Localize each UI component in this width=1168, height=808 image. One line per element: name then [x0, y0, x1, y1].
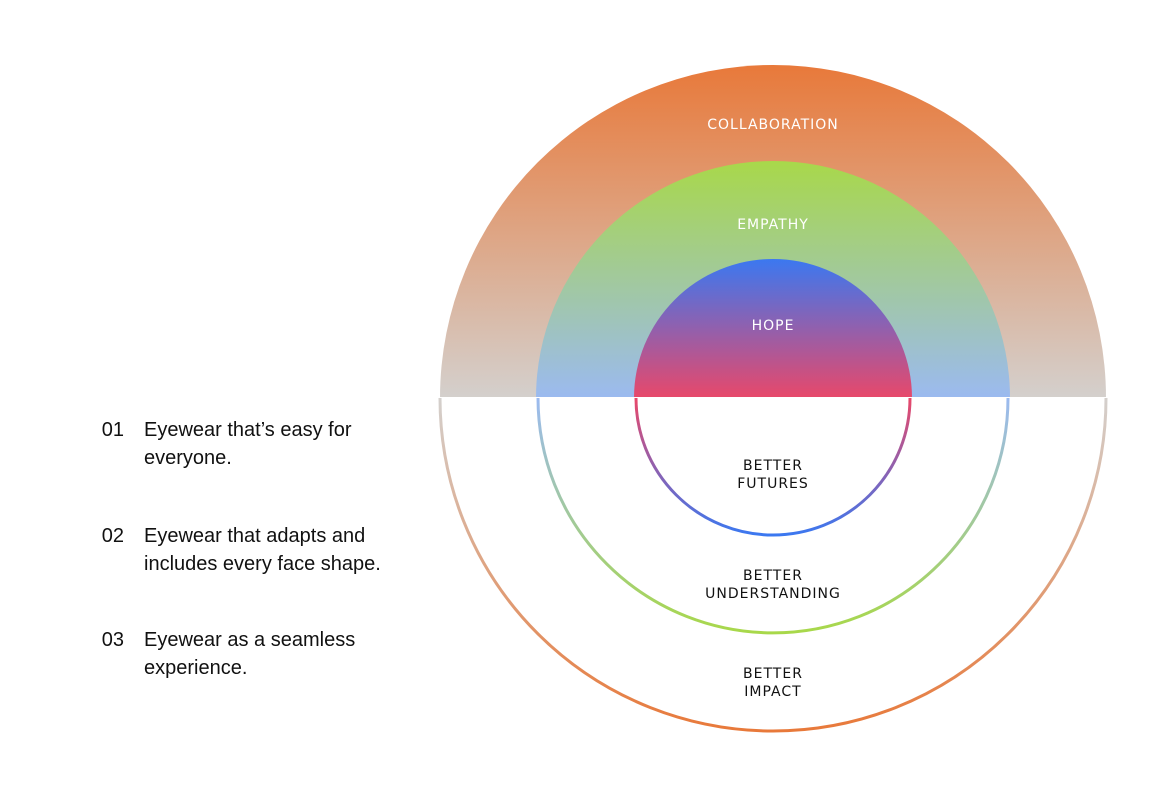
item-number: 03: [101, 629, 124, 651]
futures-label-line1: BETTER: [743, 458, 803, 474]
list-item: 03 Eyewear as a seamless experience.: [70, 626, 414, 682]
item-number: 02: [101, 525, 124, 547]
impact-label-line2: IMPACT: [744, 684, 801, 700]
collaboration-label: COLLABORATION: [707, 117, 839, 133]
item-text: Eyewear that adapts and includes every f…: [144, 525, 381, 575]
item-text: Eyewear as a seamless experience.: [144, 629, 356, 679]
impact-label-line1: BETTER: [743, 666, 803, 682]
list-item: 02 Eyewear that adapts and includes ever…: [70, 522, 414, 578]
understanding-label-line1: BETTER: [743, 568, 803, 584]
futures-label-line2: FUTURES: [737, 476, 809, 492]
understanding-label-line2: UNDERSTANDING: [705, 586, 841, 602]
hope-label: HOPE: [752, 318, 795, 334]
empathy-label: EMPATHY: [737, 217, 809, 233]
item-text: Eyewear that’s easy for everyone.: [144, 419, 352, 469]
futures-arc: [634, 397, 912, 537]
understanding-arc: [536, 397, 1010, 635]
hope-band: [634, 259, 912, 398]
list-item: 01 Eyewear that’s easy for everyone.: [70, 416, 414, 472]
impact-arc: [438, 397, 1108, 733]
item-number: 01: [101, 419, 124, 441]
